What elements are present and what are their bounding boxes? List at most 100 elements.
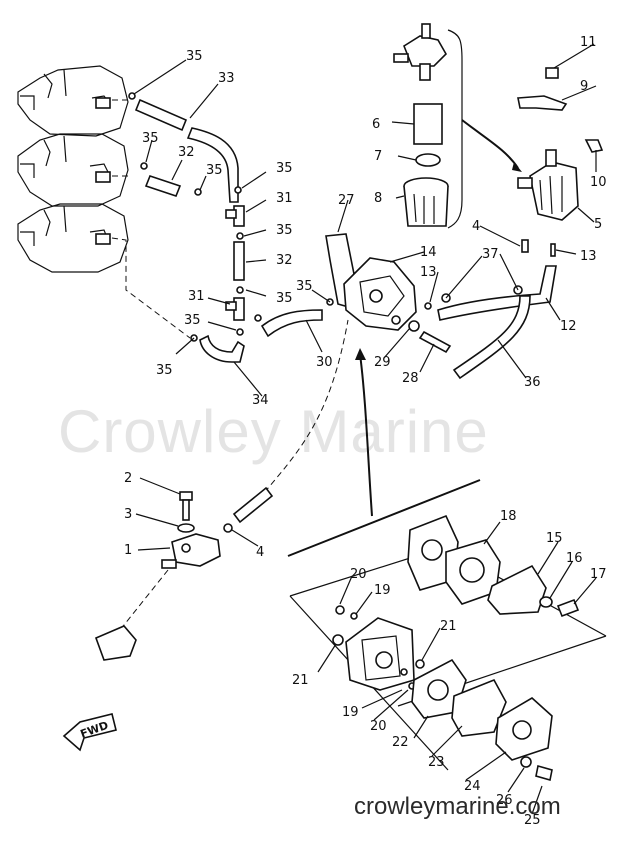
screw-17 xyxy=(556,598,580,618)
diaphragm-15 xyxy=(487,564,547,615)
callout-35-8: 35 xyxy=(296,279,313,294)
callout-31-lower: 31 xyxy=(188,289,205,304)
callout-35-1: 35 xyxy=(186,49,203,64)
callout-4-top: 4 xyxy=(472,219,480,234)
washer-3 xyxy=(177,523,195,533)
watermark-text: Crowley Marine xyxy=(58,398,489,465)
pump-body xyxy=(345,617,415,691)
callout-35-6: 35 xyxy=(276,291,293,306)
carburetor-bottom xyxy=(17,203,129,273)
callout-1: 1 xyxy=(124,543,132,558)
callout-4-bottom: 4 xyxy=(256,545,264,560)
nut-11 xyxy=(545,67,559,79)
callout-20-bottom: 20 xyxy=(370,719,387,734)
pointer-arrow-pump xyxy=(359,353,373,517)
hose-32-lower xyxy=(233,241,245,281)
washer-29 xyxy=(408,320,420,332)
hose-30 xyxy=(260,309,323,338)
callout-35-2: 35 xyxy=(142,131,159,146)
callout-32-upper: 32 xyxy=(178,145,195,160)
callout-5: 5 xyxy=(594,217,602,232)
diaphragm-23 xyxy=(451,678,507,737)
fwd-arrow: FWD xyxy=(62,713,117,752)
fuel-pump-14 xyxy=(343,257,417,331)
washer-21-right xyxy=(415,659,425,669)
callout-2: 2 xyxy=(124,471,132,486)
carburetor-middle xyxy=(17,133,129,207)
hose-12 xyxy=(437,265,557,321)
washer-16 xyxy=(539,596,553,608)
callout-24: 24 xyxy=(464,779,481,794)
carburetor-top xyxy=(17,65,129,137)
carburetor-nipple-bottom xyxy=(95,233,111,245)
pointer-arrow-filter xyxy=(461,119,519,169)
callout-numbers: 35 33 35 32 35 35 31 35 32 31 35 35 35 3… xyxy=(124,35,607,828)
carburetor-nipple-top xyxy=(95,97,111,109)
hose-32-upper xyxy=(144,175,182,197)
callout-26: 26 xyxy=(496,793,513,808)
o-ring-7 xyxy=(415,153,441,167)
screw-25 xyxy=(535,764,553,782)
callout-9: 9 xyxy=(580,79,588,94)
filter-element-8 xyxy=(403,177,449,227)
callout-37: 37 xyxy=(482,247,499,262)
hose-34 xyxy=(199,334,245,363)
callout-35-5: 35 xyxy=(276,223,293,238)
callout-11: 11 xyxy=(580,35,597,50)
callout-20-top: 20 xyxy=(350,567,367,582)
callout-8: 8 xyxy=(374,191,382,206)
callout-23: 23 xyxy=(428,755,445,770)
bolt-2 xyxy=(179,491,193,521)
callout-21-right: 21 xyxy=(440,619,457,634)
callout-33: 33 xyxy=(218,71,235,86)
t-joint-31-lower xyxy=(225,297,245,321)
callout-12: 12 xyxy=(560,319,577,334)
hose-routing-lower xyxy=(257,319,349,501)
filter-head xyxy=(393,23,447,81)
callout-30: 30 xyxy=(316,355,333,370)
callout-28: 28 xyxy=(402,371,419,386)
callout-13-right: 13 xyxy=(580,249,597,264)
joint-routing-dash xyxy=(119,569,169,631)
callout-29: 29 xyxy=(374,355,391,370)
callout-36: 36 xyxy=(524,375,541,390)
callout-35-7: 35 xyxy=(184,313,201,328)
washer-21-left xyxy=(332,634,344,646)
clamp-4-bottom xyxy=(223,523,233,533)
callout-21-left: 21 xyxy=(292,673,309,688)
explode-guide-top xyxy=(287,479,481,557)
callout-16: 16 xyxy=(566,551,583,566)
clip-13-left xyxy=(424,302,432,310)
clamp-4-top xyxy=(521,239,529,253)
callout-15: 15 xyxy=(546,531,563,546)
spring-6 xyxy=(413,103,443,145)
callout-18: 18 xyxy=(500,509,517,524)
footer-url: crowleymarine.com xyxy=(354,793,561,820)
callout-35-4: 35 xyxy=(276,161,293,176)
callout-19-top: 19 xyxy=(374,583,391,598)
group-bracket xyxy=(447,29,463,229)
callout-14: 14 xyxy=(420,245,437,260)
callout-6: 6 xyxy=(372,117,380,132)
carburetor-nipple-middle xyxy=(95,171,111,183)
callout-17: 17 xyxy=(590,567,607,582)
bracket-9 xyxy=(517,95,568,111)
fuel-filter-5 xyxy=(517,149,579,221)
callout-27: 27 xyxy=(338,193,355,208)
valve-19-bottom xyxy=(400,668,408,676)
hose-36 xyxy=(452,295,531,380)
callout-35-9: 35 xyxy=(156,363,173,378)
clip-13-right xyxy=(550,243,556,257)
fuel-connector xyxy=(94,625,137,661)
leader-lines xyxy=(133,43,597,815)
callout-32-lower: 32 xyxy=(276,253,293,268)
callout-22: 22 xyxy=(392,735,409,750)
callout-10: 10 xyxy=(590,175,607,190)
bolt-10 xyxy=(584,139,604,153)
bolt-28 xyxy=(418,330,452,354)
washer-26 xyxy=(520,756,532,768)
t-joint-31-upper xyxy=(225,205,245,227)
hose-routing-dashes xyxy=(111,99,191,339)
